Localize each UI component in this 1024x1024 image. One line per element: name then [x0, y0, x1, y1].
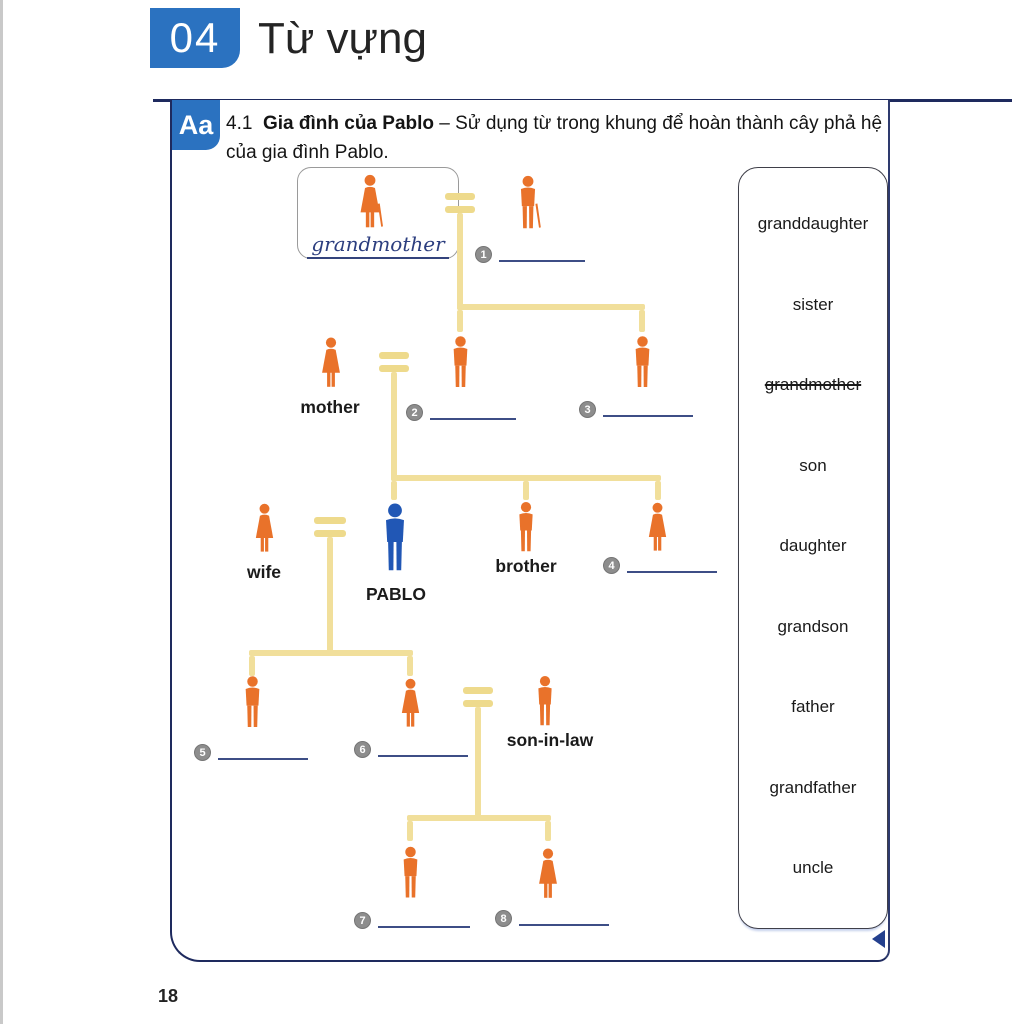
- tree-connector: [475, 707, 481, 821]
- blank-number-4: 4: [603, 557, 620, 574]
- marriage-equals-parents: [379, 352, 409, 378]
- granddaughter-icon: [539, 848, 557, 898]
- word-bank-item: grandmother: [764, 375, 862, 394]
- word-bank-item: granddaughter: [757, 214, 869, 233]
- blank-number-1: 1: [475, 246, 492, 263]
- blank-number-8: 8: [495, 910, 512, 927]
- grandmother-icon: [350, 174, 390, 230]
- blank-line-3: [603, 414, 693, 417]
- word-bank-item: grandson: [777, 616, 849, 636]
- vocabulary-tab-label: Aa: [178, 109, 214, 140]
- example-underline: [307, 257, 449, 259]
- tree-connector: [391, 372, 397, 481]
- mother-label: mother: [300, 397, 360, 417]
- son-icon: [245, 676, 260, 727]
- unit-title: Từ vựng: [258, 14, 427, 63]
- tree-connector: [327, 537, 333, 656]
- answer-blank-8: 8: [495, 910, 609, 927]
- grandfather-icon: [508, 175, 548, 231]
- blank-number-6: 6: [354, 741, 371, 758]
- page-left-edge: [0, 0, 3, 1024]
- blank-line-6: [378, 754, 468, 757]
- mother-icon: [322, 337, 340, 387]
- tree-connector: [655, 481, 661, 500]
- tree-connector: [391, 475, 661, 481]
- answer-blank-5: 5: [194, 744, 308, 761]
- son-in-law-label: son-in-law: [506, 730, 594, 750]
- word-bank-item: father: [791, 697, 835, 716]
- word-bank-item: daughter: [779, 536, 847, 555]
- answer-blank-1: 1: [475, 246, 585, 263]
- word-bank-item: sister: [792, 294, 834, 314]
- blank-number-3: 3: [579, 401, 596, 418]
- blank-number-5: 5: [194, 744, 211, 761]
- blank-line-2: [430, 417, 516, 420]
- marriage-equals-pablo: [314, 517, 346, 543]
- unit-number-badge: 04: [150, 8, 240, 68]
- bookmark-arrow-icon: [872, 930, 885, 948]
- blank-line-4: [627, 570, 717, 573]
- wife-label: wife: [246, 562, 282, 582]
- pablo-label: PABLO: [366, 584, 426, 604]
- exercise-title: Gia đình của Pablo: [262, 113, 435, 134]
- blank-line-7: [378, 925, 470, 928]
- tree-connector: [249, 650, 413, 656]
- pablo-icon: [386, 503, 404, 571]
- tree-connector: [407, 821, 413, 841]
- word-bank-item: grandfather: [769, 777, 857, 797]
- tree-connector: [391, 481, 397, 500]
- father-icon: [453, 336, 468, 387]
- answer-blank-4: 4: [603, 557, 717, 574]
- instruction-rest: – Sử dụng từ trong khung để hoàn thành c…: [439, 113, 883, 134]
- word-bank: granddaughter sister grandmother son dau…: [738, 167, 888, 929]
- answer-blank-7: 7: [354, 912, 470, 929]
- brother-label: brother: [495, 556, 557, 576]
- instruction-line-2: của gia đình Pablo.: [226, 142, 389, 163]
- word-bank-item: son: [799, 455, 827, 475]
- grandson-icon: [403, 846, 418, 898]
- blank-number-7: 7: [354, 912, 371, 929]
- blank-number-2: 2: [406, 404, 423, 421]
- tree-connector: [407, 656, 413, 676]
- tree-connector: [407, 815, 551, 821]
- instruction-line-1: 4.1 Gia đình của Pablo – Sử dụng từ tron…: [226, 109, 888, 138]
- exercise-number: 4.1: [226, 113, 253, 134]
- word-bank-item: uncle: [792, 858, 834, 877]
- tree-connector: [457, 304, 645, 310]
- marriage-equals-grandparents: [445, 193, 475, 219]
- tree-connector: [249, 656, 255, 676]
- brother-icon: [519, 502, 533, 552]
- tree-connector: [457, 310, 463, 332]
- unit-number: 04: [169, 14, 221, 61]
- wife-icon: [255, 503, 274, 552]
- exercise-box: Aa 4.1 Gia đình của Pablo – Sử dụng từ t…: [170, 100, 890, 962]
- answer-blank-2: 2: [406, 404, 516, 421]
- example-answer: grandmother: [311, 232, 445, 256]
- blank-line-1: [499, 259, 585, 262]
- tree-connector: [523, 481, 529, 500]
- exercise-instruction: 4.1 Gia đình của Pablo – Sử dụng từ tron…: [226, 109, 888, 167]
- answer-blank-6: 6: [354, 741, 468, 758]
- tree-connector: [639, 310, 645, 332]
- tree-connector: [545, 821, 551, 841]
- uncle-icon: [635, 336, 650, 387]
- tree-connector: [457, 213, 463, 310]
- marriage-equals-daughter: [463, 687, 493, 713]
- page-number: 18: [158, 986, 179, 1006]
- daughter-icon: [401, 678, 420, 727]
- blank-line-8: [519, 923, 609, 926]
- example-answer-box: grandmother: [297, 167, 459, 259]
- sister-icon: [648, 502, 667, 551]
- son-in-law-icon: [538, 676, 552, 726]
- vocabulary-tab: Aa: [172, 100, 220, 150]
- blank-line-5: [218, 757, 308, 760]
- answer-blank-3: 3: [579, 401, 693, 418]
